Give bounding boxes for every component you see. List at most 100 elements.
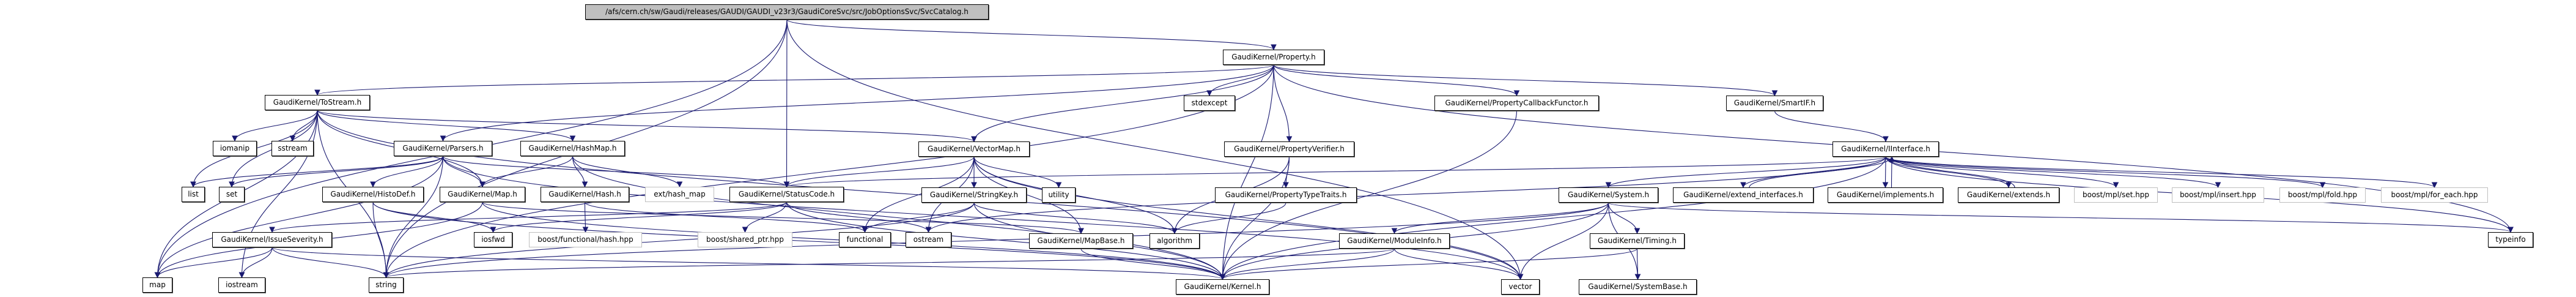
- edge-iinterface-to-extend_interfaces: [1743, 156, 1886, 188]
- arrowhead-iinterface-to-mpl_insert: [2215, 182, 2221, 189]
- node-system[interactable]: GaudiKernel/System.h: [1559, 187, 1658, 203]
- edge-map_h-to-mapbase: [482, 201, 1082, 234]
- edge-iinterface-to-statuscode: [786, 156, 1886, 187]
- node-root-svccatalog: /afs/cern.ch/sw/Gaudi/releases/GAUDI/GAU…: [585, 4, 989, 20]
- edge-extends-to-iinterface: [1891, 156, 2015, 188]
- node-iosfwd[interactable]: iosfwd: [474, 232, 512, 247]
- edge-parsers-to-map: [157, 156, 444, 278]
- node-smartif[interactable]: GaudiKernel/SmartIF.h: [1726, 96, 1823, 111]
- edge-root-to-property: [786, 19, 1274, 50]
- node-typeinfo[interactable]: typeinfo: [2488, 232, 2533, 247]
- node-ostream[interactable]: ostream: [906, 232, 951, 247]
- node-hashmap[interactable]: GaudiKernel/HashMap.h: [520, 141, 625, 156]
- edge-tostream-to-hashmap: [317, 110, 574, 141]
- edge-tostream-to-sstream: [292, 110, 318, 141]
- node-property-verifier[interactable]: GaudiKernel/PropertyVerifier.h: [1224, 141, 1354, 157]
- node-boost-mpl-fold[interactable]: boost/mpl/fold.hpp: [2279, 187, 2366, 203]
- node-iinterface[interactable]: GaudiKernel/IInterface.h: [1832, 141, 1939, 157]
- arrowhead-iinterface-to-mpl_for_each: [2431, 182, 2438, 189]
- node-iostream[interactable]: iostream: [218, 277, 265, 293]
- edge-system-to-moduleinfo: [1393, 202, 1609, 234]
- edge-proptypetraits-to-algorithm: [1174, 202, 1286, 234]
- node-timing[interactable]: GaudiKernel/Timing.h: [1590, 233, 1685, 249]
- arrowhead-parsers-to-histodef: [370, 181, 376, 188]
- edge-property-to-parsers: [442, 64, 1274, 141]
- arrowhead-proptypetraits-to-algorithm: [1172, 228, 1178, 235]
- node-map[interactable]: map: [142, 277, 172, 293]
- arrowhead-issueseverity-to-iostream: [238, 272, 245, 279]
- edge-iinterface-to-mpl_fold: [1885, 156, 2323, 188]
- arrowhead-timing-to-systembase: [1634, 274, 1641, 280]
- arrowhead-vectormap-to-utility: [1055, 182, 1062, 189]
- node-histodef[interactable]: GaudiKernel/HistoDef.h: [322, 187, 424, 202]
- node-vector[interactable]: vector: [1501, 279, 1540, 295]
- arrowhead-tostream-to-vectormap: [971, 136, 977, 143]
- edge-issueseverity-to-map: [157, 247, 273, 278]
- edge-system-to-vector: [1519, 202, 1609, 280]
- edge-histodef-to-string: [372, 201, 387, 278]
- edge-iinterface-to-system: [1607, 156, 1886, 188]
- node-set[interactable]: set: [219, 187, 245, 202]
- edge-statuscode-to-kernel: [786, 201, 1223, 280]
- edge-parsers-to-set: [231, 156, 444, 187]
- node-kernel[interactable]: GaudiKernel/Kernel.h: [1176, 279, 1269, 295]
- node-mapbase[interactable]: GaudiKernel/MapBase.h: [1029, 233, 1133, 249]
- arrowhead-property-to-parsers: [440, 135, 446, 142]
- node-boost-shared-ptr[interactable]: boost/shared_ptr.hpp: [698, 232, 792, 247]
- node-parsers[interactable]: GaudiKernel/Parsers.h: [394, 141, 492, 156]
- arrowhead-hash_h-to-boost_hash: [582, 227, 589, 233]
- node-string[interactable]: string: [369, 277, 404, 293]
- node-boost-mpl-insert[interactable]: boost/mpl/insert.hpp: [2172, 187, 2264, 203]
- node-functional[interactable]: functional: [839, 232, 891, 247]
- edge-property-to-tostream: [317, 64, 1274, 96]
- edge-stringkey-to-algorithm: [973, 202, 1175, 234]
- node-hash-h[interactable]: GaudiKernel/Hash.h: [541, 187, 629, 202]
- arrowhead-iinterface-to-extend_interfaces: [1740, 182, 1746, 189]
- edge-parsers-to-string: [385, 156, 444, 278]
- arrowhead-moduleinfo-to-vector: [1517, 274, 1524, 280]
- arrowhead-hashmap-to-map_h: [479, 181, 485, 188]
- node-extend-interfaces[interactable]: GaudiKernel/extend_interfaces.h: [1673, 187, 1814, 203]
- node-map-h[interactable]: GaudiKernel/Map.h: [440, 187, 525, 202]
- edge-stringkey-to-string: [385, 202, 975, 278]
- node-algorithm[interactable]: algorithm: [1150, 233, 1200, 249]
- node-issueseverity[interactable]: GaudiKernel/IssueSeverity.h: [212, 232, 332, 247]
- node-property[interactable]: GaudiKernel/Property.h: [1223, 50, 1324, 65]
- edge-system-to-string: [385, 202, 1609, 278]
- edge-property-to-propcb: [1273, 64, 1518, 96]
- node-stringkey[interactable]: GaudiKernel/StringKey.h: [921, 187, 1027, 203]
- edge-property-to-kernel: [1222, 64, 1274, 280]
- edge-parsers-to-list: [193, 156, 444, 187]
- node-statuscode[interactable]: GaudiKernel/StatusCode.h: [729, 187, 844, 202]
- node-utility[interactable]: utility: [1042, 187, 1076, 203]
- edge-iinterface-to-mpl_insert: [1885, 156, 2219, 188]
- node-boost-mpl-set[interactable]: boost/mpl/set.hpp: [2074, 187, 2158, 203]
- node-ext-hash-map[interactable]: ext/hash_map: [645, 187, 714, 202]
- node-sstream[interactable]: sstream: [271, 141, 314, 156]
- node-boost-functional-hash[interactable]: boost/functional/hash.hpp: [529, 232, 642, 247]
- edge-propverifier-to-kernel: [1222, 156, 1290, 280]
- arrowhead-iinterface-to-implements: [1882, 182, 1889, 189]
- node-iomanip[interactable]: iomanip: [213, 141, 257, 156]
- node-list[interactable]: list: [182, 187, 205, 202]
- node-boost-mpl-for-each[interactable]: boost/mpl/for_each.hpp: [2381, 187, 2488, 203]
- node-tostream[interactable]: GaudiKernel/ToStream.h: [265, 95, 370, 110]
- node-systembase[interactable]: GaudiKernel/SystemBase.h: [1579, 279, 1697, 295]
- node-extends[interactable]: GaudiKernel/extends.h: [1958, 187, 2059, 203]
- edge-extend_interfaces-to-iinterface: [1749, 156, 1892, 188]
- edge-iinterface-to-mpl_for_each: [1885, 156, 2435, 188]
- node-property-callback-functor[interactable]: GaudiKernel/PropertyCallbackFunctor.h: [1434, 96, 1599, 111]
- arrowhead-vectormap-to-stringkey: [971, 182, 977, 189]
- node-implements[interactable]: GaudiKernel/implements.h: [1828, 187, 1943, 203]
- edge-system-to-typeinfo: [1607, 202, 2511, 233]
- arrowhead-hashmap-to-hash_h: [581, 181, 588, 188]
- edge-property-to-propverifier: [1273, 64, 1290, 142]
- node-vectormap[interactable]: GaudiKernel/VectorMap.h: [918, 141, 1030, 157]
- edge-vectormap-to-utility: [973, 156, 1060, 188]
- arrowhead-system-to-typeinfo: [2508, 227, 2514, 233]
- node-moduleinfo[interactable]: GaudiKernel/ModuleInfo.h: [1339, 233, 1450, 249]
- node-stdexcept[interactable]: stdexcept: [1184, 96, 1235, 111]
- node-property-type-traits[interactable]: GaudiKernel/PropertyTypeTraits.h: [1215, 187, 1357, 203]
- arrowhead-stringkey-to-functional: [862, 227, 868, 233]
